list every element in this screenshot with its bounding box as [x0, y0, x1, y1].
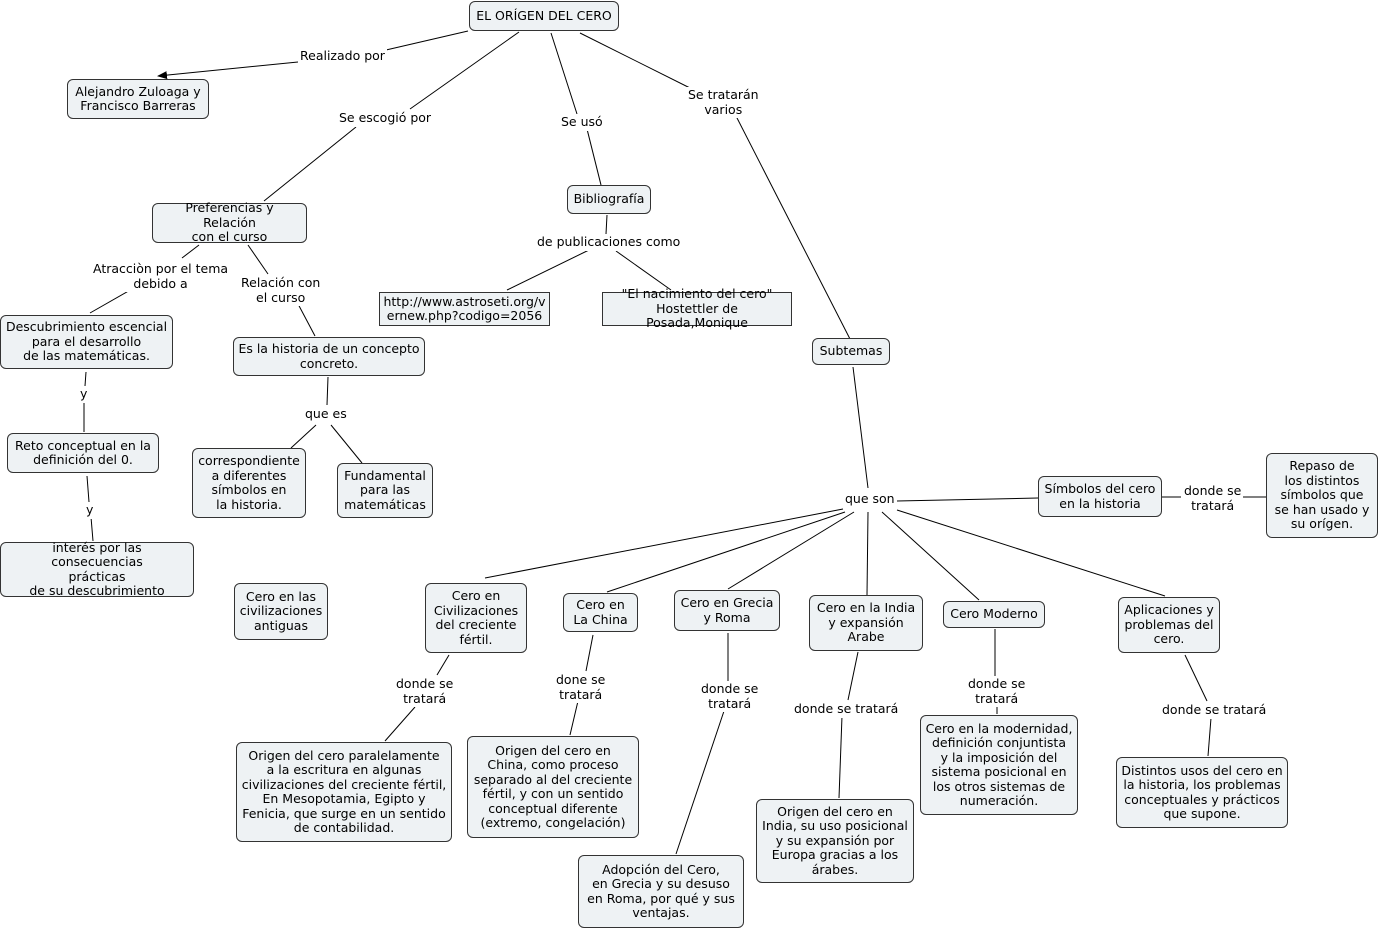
connector — [385, 30, 469, 51]
connector — [866, 511, 869, 596]
connector — [89, 288, 133, 314]
link-y-2: y — [84, 502, 96, 519]
link-donde-grecia: donde se tratará — [699, 681, 761, 712]
link-atraccion: Atracciòn por el tema debido a — [91, 261, 231, 292]
concept-creciente[interactable]: Cero en Civilizaciones del creciente fér… — [425, 583, 527, 653]
connector — [330, 424, 363, 464]
connector-arrow — [157, 61, 299, 80]
concept-repaso[interactable]: Repaso de los distintos símbolos que se … — [1266, 453, 1378, 538]
connector — [550, 32, 578, 115]
concept-china[interactable]: Cero en La China — [563, 593, 638, 632]
connector — [838, 715, 843, 799]
connector — [606, 511, 846, 593]
connector — [881, 511, 980, 601]
connector — [290, 424, 317, 449]
connector — [569, 700, 579, 736]
concept-aplicaciones[interactable]: Aplicaciones y problemas del cero. — [1118, 597, 1220, 653]
link-trataran: Se tratarán varios — [686, 87, 761, 118]
connector — [409, 31, 520, 110]
connector — [896, 497, 1039, 502]
link-donde-creciente: donde se tratará — [394, 676, 456, 707]
concept-subtemas[interactable]: Subtemas — [812, 338, 890, 365]
detail-origen-creciente[interactable]: Origen del cero paralelamente a la escri… — [236, 742, 452, 842]
detail-distintos[interactable]: Distintos usos del cero en la historia, … — [1116, 757, 1288, 828]
concept-preferencias[interactable]: Preferencias y Relación con el curso — [152, 201, 307, 244]
connector — [263, 126, 357, 202]
detail-modernidad[interactable]: Cero en la modernidad, definición conjun… — [920, 715, 1078, 815]
connector — [296, 301, 316, 337]
connector — [852, 366, 869, 489]
concept-bibliografia[interactable]: Bibliografía — [567, 185, 651, 214]
concept-correspondiente[interactable]: correspondiente a diferentes símbolos en… — [192, 448, 306, 518]
concept-historia-concepto[interactable]: Es la historia de un concepto concreto. — [233, 337, 425, 376]
link-uso: Se usó — [559, 114, 605, 131]
concept-fundamental[interactable]: Fundamental para las matemáticas — [337, 463, 433, 518]
link-realizado: Realizado por — [298, 48, 387, 65]
link-donde-moderno: donde se tratará — [966, 676, 1028, 707]
connector — [675, 710, 725, 855]
connector — [86, 475, 90, 503]
concept-india[interactable]: Cero en la India y expansión Arabe — [809, 595, 923, 651]
connector — [585, 634, 594, 672]
connector — [90, 516, 94, 542]
link-que-son: que son — [843, 491, 897, 508]
link-que-es: que es — [303, 406, 349, 423]
connector — [247, 244, 269, 275]
link-donde-aplicaciones: donde se tratará — [1160, 702, 1269, 719]
connector — [727, 511, 855, 590]
connector — [615, 250, 672, 291]
connector — [847, 651, 859, 701]
connector — [586, 128, 602, 186]
detail-origen-india[interactable]: Origen del cero en India, su uso posicio… — [756, 799, 914, 883]
concept-civ-antiguas[interactable]: Cero en las civilizaciones antiguas — [234, 583, 328, 640]
concept-simbolos[interactable]: Símbolos del cero en la historia — [1038, 476, 1162, 517]
connector — [1207, 717, 1212, 757]
connector — [579, 32, 691, 89]
concept-moderno[interactable]: Cero Moderno — [943, 601, 1045, 628]
concept-grecia[interactable]: Cero en Grecia y Roma — [674, 590, 780, 631]
connector — [506, 249, 590, 291]
connector — [484, 508, 844, 579]
concept-authors[interactable]: Alejandro Zuloaga y Francisco Barreras — [67, 79, 209, 119]
concept-interes[interactable]: interés por las consecuencias prácticas … — [0, 540, 194, 598]
connector — [84, 371, 87, 387]
concept-reto[interactable]: Reto conceptual en la definición del 0. — [7, 433, 159, 473]
link-relacion: Relación con el curso — [239, 275, 323, 306]
link-publicaciones: de publicaciones como — [535, 234, 683, 251]
connector — [181, 244, 200, 259]
connector — [326, 376, 329, 406]
connector — [436, 654, 450, 676]
detail-adopcion[interactable]: Adopción del Cero, en Grecia y su desuso… — [578, 855, 744, 928]
resource-url[interactable]: http://www.astroseti.org/v ernew.php?cod… — [379, 292, 550, 326]
link-y-1: y — [78, 386, 90, 403]
link-escogio: Se escogió por — [337, 110, 434, 127]
connector — [896, 509, 1166, 597]
connector — [605, 214, 608, 235]
connector — [384, 706, 416, 742]
resource-nacimiento[interactable]: "El nacimiento del cero" Hostettler de P… — [602, 287, 792, 330]
detail-origen-china[interactable]: Origen del cero en China, como proceso s… — [467, 736, 639, 838]
concept-title[interactable]: EL ORÍGEN DEL CERO — [469, 1, 619, 31]
link-done-china: done se tratará — [554, 672, 608, 703]
concept-descubrimiento[interactable]: Descubrimiento escencial para el desarro… — [0, 315, 173, 369]
link-donde-simbolos: donde se tratará — [1182, 483, 1244, 514]
connector — [1184, 654, 1208, 702]
connector — [735, 115, 851, 340]
link-donde-india: donde se tratará — [792, 701, 901, 718]
